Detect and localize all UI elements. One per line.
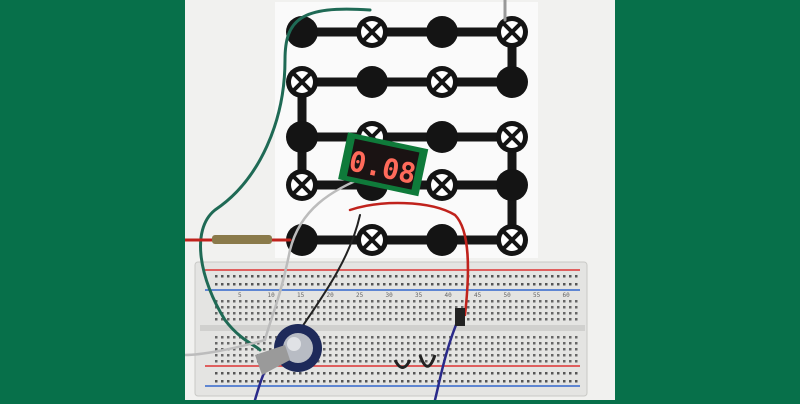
solid-pad: [426, 224, 458, 256]
solid-pad: [496, 66, 528, 98]
column-number: 5: [238, 292, 242, 299]
column-number: 10: [268, 292, 276, 299]
cross-pad: [356, 224, 388, 256]
cross-pad: [496, 224, 528, 256]
clip: [255, 345, 290, 375]
column-number: 15: [297, 292, 305, 299]
jumper-leads: [393, 354, 437, 369]
solid-pad: [356, 66, 388, 98]
black-wire: [299, 214, 361, 331]
circuit-scene: 5 10 15 20 25 30 35 40 45 50 55 60 0.08: [183, 0, 588, 402]
green-wire: [199, 7, 372, 352]
column-number: 35: [415, 292, 423, 299]
solid-pad: [286, 224, 318, 256]
wire-connector: [455, 308, 465, 326]
breadboard: 5 10 15 20 25 30 35 40 45 50 55 60: [194, 261, 588, 397]
column-number: 20: [327, 292, 335, 299]
white-wire: [183, 173, 372, 357]
solid-pad: [426, 121, 458, 153]
column-number: 25: [356, 292, 364, 299]
cross-pad: [356, 16, 388, 48]
voltmeter-display: 0.08: [338, 132, 429, 197]
cross-pad: [426, 169, 458, 201]
alligator-clip: [212, 235, 272, 244]
paper-sheet: [275, 2, 538, 258]
column-number: 40: [445, 292, 453, 299]
cross-pad: [426, 66, 458, 98]
solid-pad: [286, 121, 318, 153]
column-number: 30: [386, 292, 394, 299]
column-number: 55: [533, 292, 541, 299]
solid-pad: [496, 169, 528, 201]
photo: 5 10 15 20 25 30 35 40 45 50 55 60 0.08: [183, 0, 615, 402]
column-number: 60: [563, 292, 571, 299]
column-number: 45: [474, 292, 482, 299]
red-wire: [348, 201, 470, 317]
cross-pad: [496, 16, 528, 48]
column-number: 50: [504, 292, 512, 299]
solid-pad: [426, 16, 458, 48]
cross-pad: [496, 121, 528, 153]
cross-pad: [286, 66, 318, 98]
cross-pad: [286, 169, 318, 201]
